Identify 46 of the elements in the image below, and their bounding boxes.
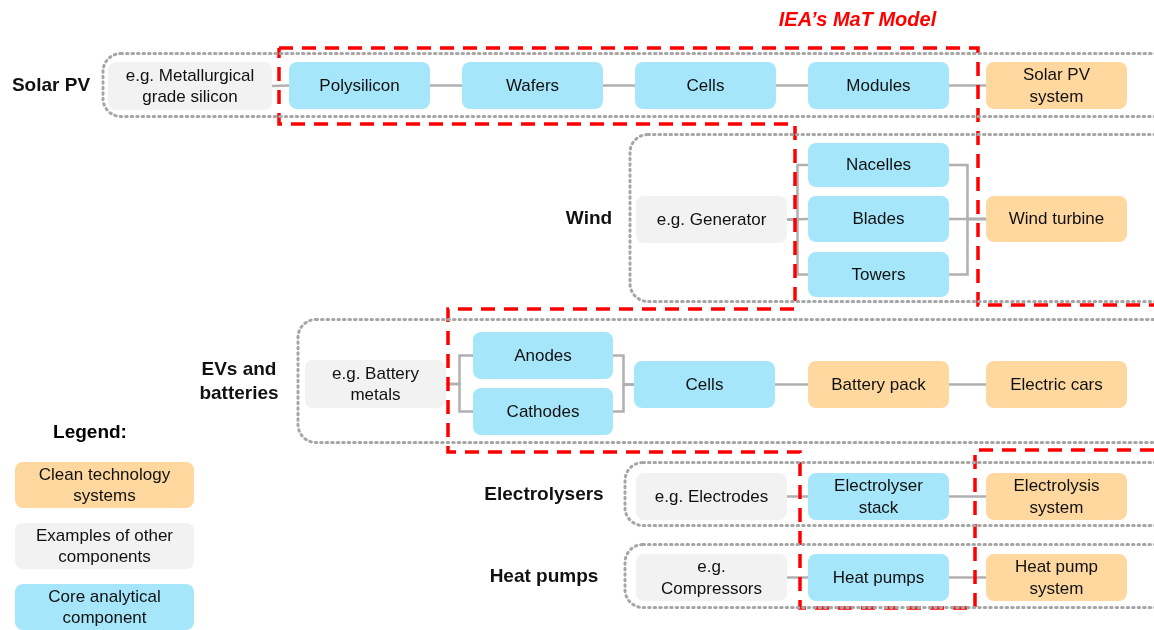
technology-system-box: Heat pump system: [986, 554, 1127, 601]
connector-line: [949, 495, 986, 498]
technology-system-box: Electric cars: [986, 361, 1127, 408]
technology-system-box: Battery pack: [808, 361, 949, 408]
group-heading: Wind: [564, 206, 614, 230]
core-component-box: Electrolyser stack: [808, 473, 949, 520]
other-component-box: e.g. Electrodes: [636, 473, 787, 520]
other-component-box: e.g. Metallurgical grade silicon: [108, 62, 272, 110]
connector-line: [949, 217, 986, 276]
connector-line: [787, 495, 808, 498]
technology-system-box: Electrolysis system: [986, 473, 1127, 520]
connector-line: [949, 576, 986, 579]
connector-line: [603, 84, 635, 87]
connector-line: [271, 84, 290, 88]
group-heading: Electrolysers: [483, 482, 605, 506]
legend-swatch: Clean technology systems: [15, 462, 194, 508]
connector-line: [776, 84, 808, 87]
core-component-box: Anodes: [473, 332, 613, 379]
group-heading: EVs and batteries: [198, 357, 280, 405]
legend-swatch: Examples of other components: [15, 523, 194, 569]
core-component-box: Cells: [635, 62, 776, 109]
group-heading: Heat pumps: [488, 564, 600, 588]
core-component-box: Blades: [808, 196, 949, 242]
other-component-box: e.g. Battery metals: [305, 360, 446, 408]
group-heading: Solar PV: [10, 73, 92, 97]
connector-line: [949, 84, 986, 87]
core-component-box: Wafers: [462, 62, 603, 109]
core-component-box: Cells: [634, 361, 775, 408]
connector-line: [430, 84, 462, 87]
connector-line: [787, 576, 808, 579]
technology-system-box: Wind turbine: [986, 196, 1127, 242]
core-component-box: Nacelles: [808, 143, 949, 187]
legend-heading: Legend:: [52, 421, 128, 443]
technology-system-box: Solar PV system: [986, 62, 1127, 109]
connector-line: [613, 383, 634, 413]
core-component-box: Modules: [808, 62, 949, 109]
core-component-box: Heat pumps: [808, 554, 949, 601]
other-component-box: e.g. Generator: [636, 196, 787, 243]
other-component-box: e.g. Compressors: [636, 554, 787, 601]
core-component-box: Cathodes: [473, 388, 613, 435]
connector-line: [775, 383, 808, 386]
connector-line: [949, 383, 986, 386]
core-component-box: Polysilicon: [289, 62, 430, 109]
core-component-box: Towers: [808, 252, 949, 297]
legend-swatch: Core analytical component: [15, 584, 194, 630]
model-title: IEA’s MaT Model: [777, 8, 938, 31]
